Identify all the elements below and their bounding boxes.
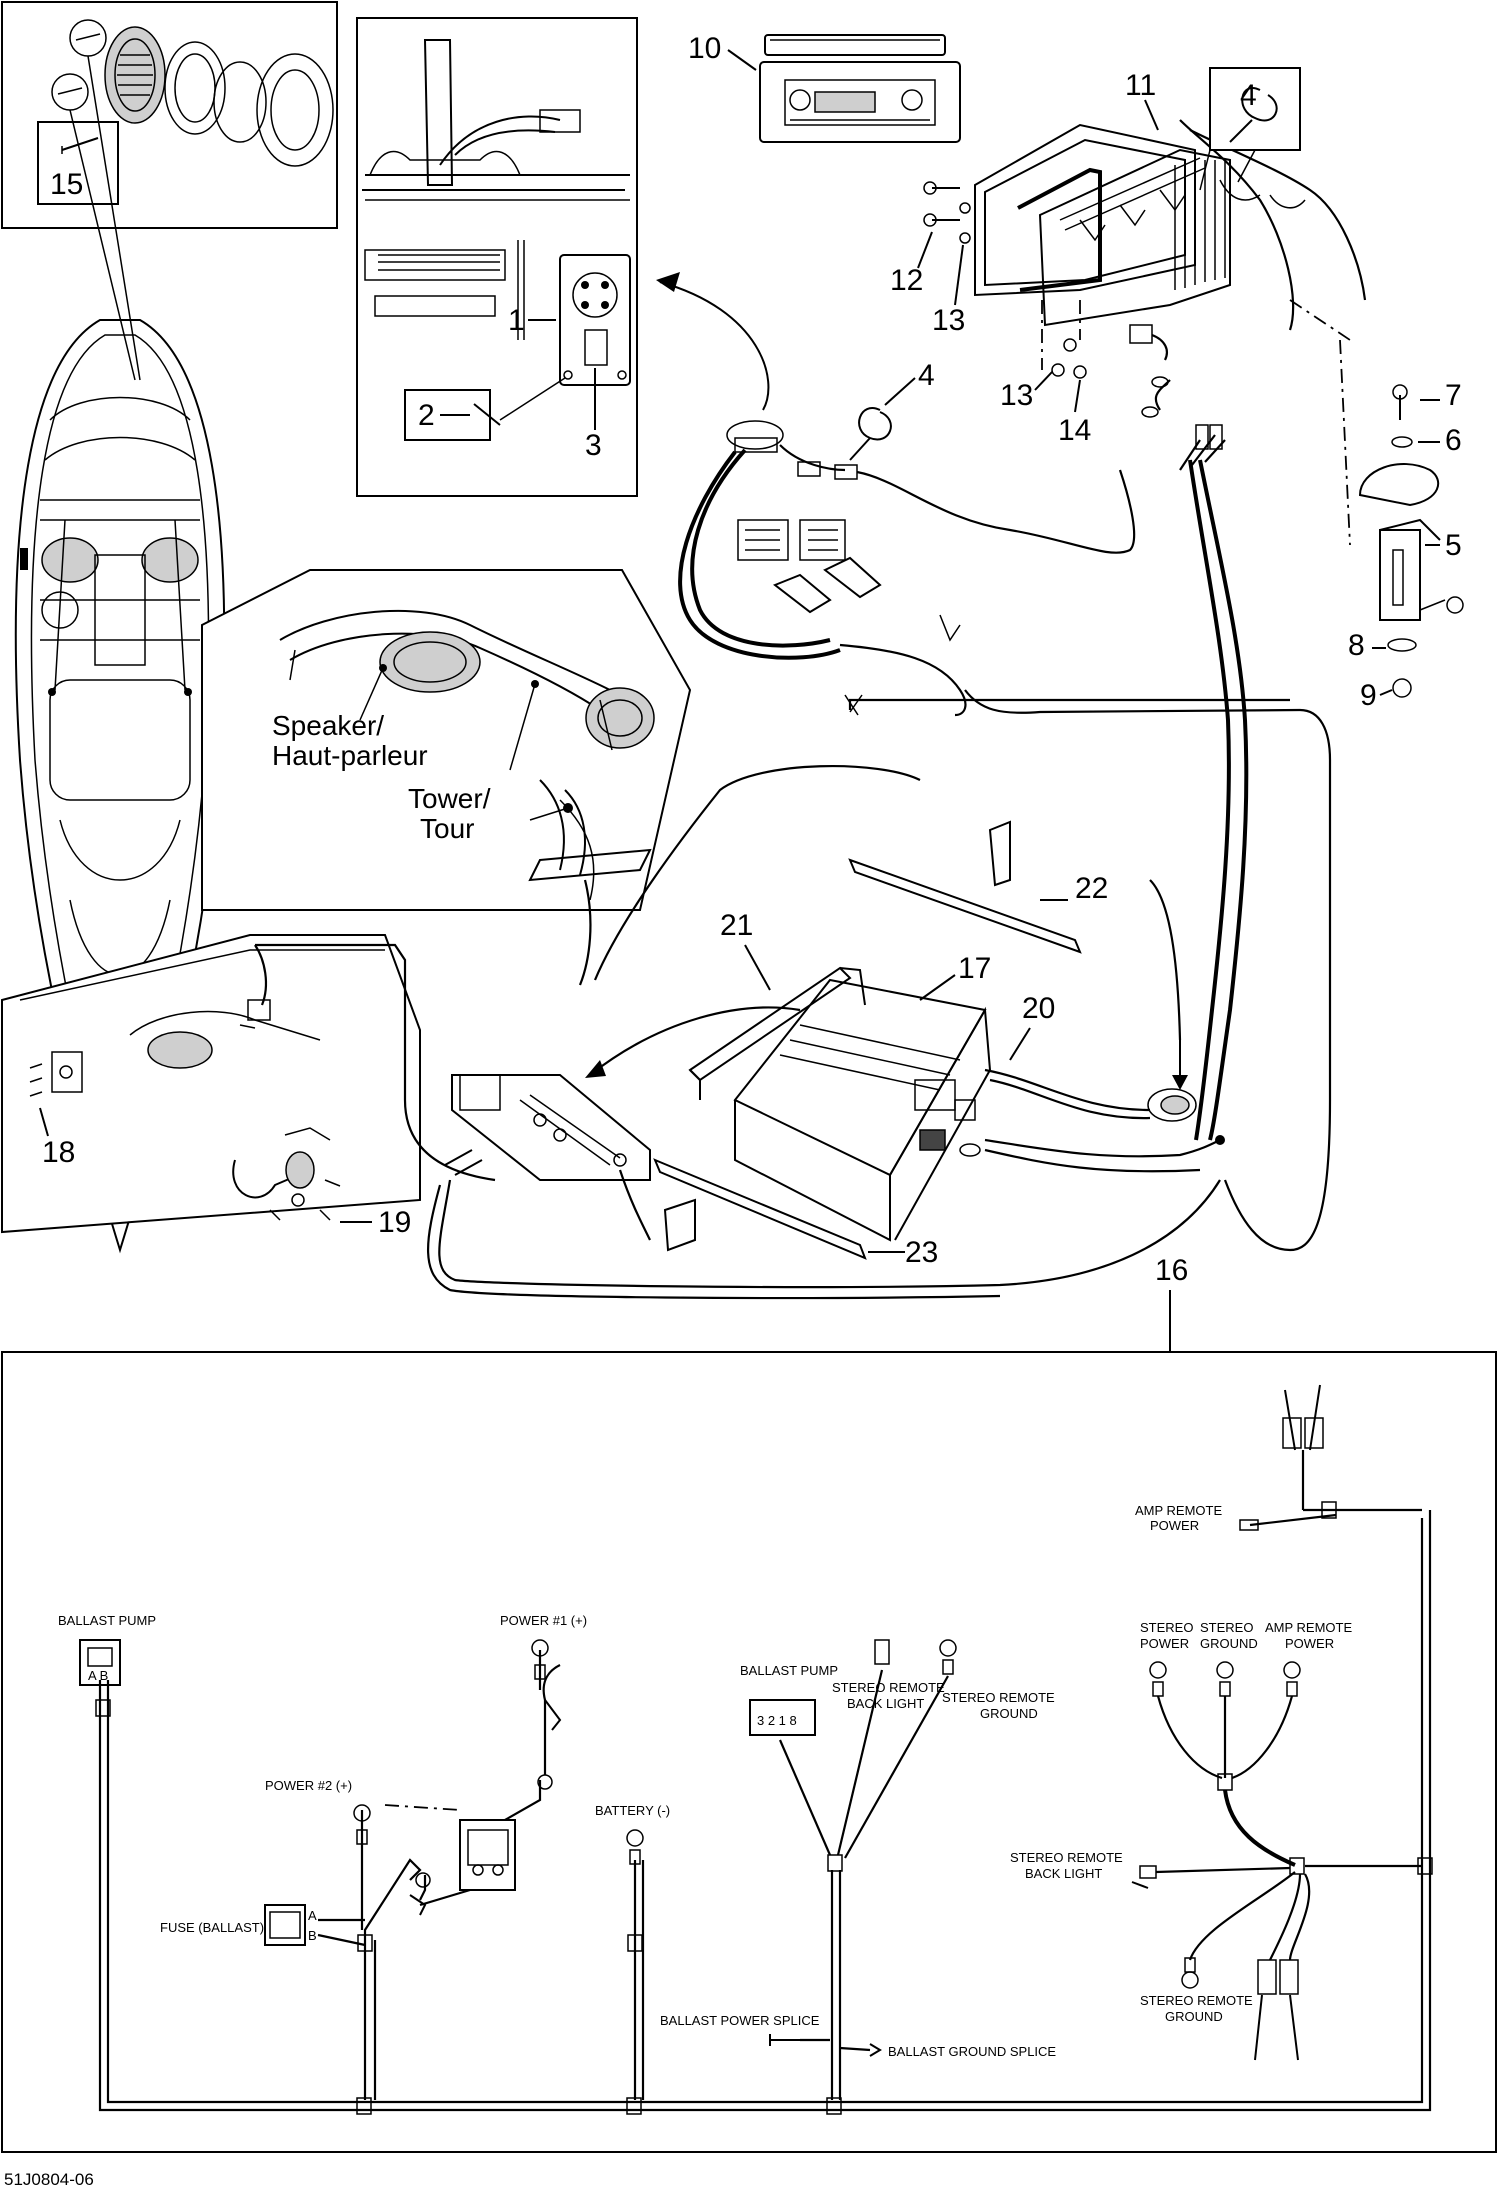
- label-stereo-remote-ground-2: GROUND: [980, 1706, 1038, 1721]
- pump-pin-labels: 3 2 1 8: [757, 1713, 797, 1728]
- part-number-20: 20: [1022, 992, 1055, 1025]
- cable-tie-inset: 4: [1199, 67, 1301, 191]
- part-number-21: 21: [720, 909, 753, 942]
- boat-top-view: [14, 319, 226, 1254]
- cable-tie-mid: 4: [849, 359, 935, 461]
- label-stereo-power-2: POWER: [1140, 1636, 1189, 1651]
- part-number-17: 17: [958, 952, 991, 985]
- label-power-1: POWER #1 (+): [500, 1613, 587, 1628]
- part-number-7: 7: [1445, 379, 1462, 412]
- part-number-13-top: 13: [932, 304, 965, 337]
- part-number-13-bottom: 13: [1000, 379, 1033, 412]
- label-amp-remote-power-2: POWER: [1285, 1636, 1334, 1651]
- drawing-reference: 51J0804-06: [4, 2170, 94, 2189]
- label-ballast-ground-splice: BALLAST GROUND SPLICE: [888, 2044, 1056, 2059]
- label-stereo-power-1: STEREO: [1140, 1620, 1193, 1635]
- label-ballast-power-splice: BALLAST POWER SPLICE: [660, 2013, 820, 2028]
- part-number-8: 8: [1348, 629, 1365, 662]
- part-number-3: 3: [585, 429, 602, 462]
- tower-label-en: Tower/: [408, 783, 491, 814]
- label-amp-remote-power-top-1: AMP REMOTE: [1135, 1503, 1222, 1518]
- part-number-11: 11: [1125, 69, 1156, 102]
- part-number-6: 6: [1445, 424, 1462, 457]
- console-inset: 18 19: [1, 934, 496, 1239]
- label-amp-remote-power-1: AMP REMOTE: [1265, 1620, 1352, 1635]
- label-power-2: POWER #2 (+): [265, 1778, 352, 1793]
- mounting-bracket: 7 6 5 8 9: [1289, 299, 1464, 712]
- part-number-18: 18: [42, 1136, 75, 1169]
- speaker-label-en: Speaker/: [272, 710, 384, 741]
- amp-control-panel: [451, 1074, 651, 1241]
- label-stereo-remote-back-light-2: BACK LIGHT: [847, 1696, 924, 1711]
- amplifier-assembly: 22 21 17 20: [427, 764, 1225, 1352]
- label-fuse-ballast: FUSE (BALLAST): [160, 1920, 264, 1935]
- part-number-19: 19: [378, 1206, 411, 1239]
- part-number-12: 12: [890, 264, 923, 297]
- label-battery: BATTERY (-): [595, 1803, 670, 1818]
- stereo-housing: 11 12 13 13 14: [890, 69, 1367, 447]
- part-number-15: 15: [50, 168, 83, 201]
- upper-harness: [678, 420, 1332, 1252]
- fuse-pin-a: A: [308, 1908, 317, 1923]
- part-number-2: 2: [418, 399, 435, 432]
- part-number-4-top: 4: [1240, 79, 1257, 112]
- fuse-pin-b: B: [308, 1928, 317, 1943]
- label-amp-remote-power-top-2: POWER: [1150, 1518, 1199, 1533]
- part-number-4-mid: 4: [918, 359, 935, 392]
- part-number-5: 5: [1445, 529, 1462, 562]
- label-ballast-pump-left: BALLAST PUMP: [58, 1613, 156, 1628]
- label-ballast-pump-mid: BALLAST PUMP: [740, 1663, 838, 1678]
- label-stereo-remote-ground-bottom-1: STEREO REMOTE: [1140, 1993, 1253, 2008]
- part-number-10: 10: [688, 32, 721, 65]
- part-number-14: 14: [1058, 414, 1091, 447]
- schematic-frame: [1, 1351, 1497, 2153]
- part-number-1: 1: [508, 304, 525, 337]
- label-stereo-ground-2: GROUND: [1200, 1636, 1258, 1651]
- label-stereo-remote-back-light-right-1: STEREO REMOTE: [1010, 1850, 1123, 1865]
- part-number-9: 9: [1360, 679, 1377, 712]
- speaker-grille-inset: 15: [1, 1, 338, 381]
- part-number-23: 23: [905, 1236, 938, 1269]
- speaker-tower-inset: Speaker/ Haut-parleur Tower/ Tour: [201, 569, 692, 986]
- ballast-pump-pins: A B: [88, 1668, 108, 1683]
- speaker-label-fr: Haut-parleur: [272, 740, 428, 771]
- part-number-16: 16: [1155, 1254, 1188, 1287]
- tower-label-fr: Tour: [420, 813, 474, 844]
- remote-control-inset: 1 2 3: [356, 17, 770, 497]
- part-number-22: 22: [1075, 872, 1108, 905]
- label-stereo-remote-ground-1: STEREO REMOTE: [942, 1690, 1055, 1705]
- stereo-head-unit: 10: [688, 32, 961, 143]
- label-stereo-remote-back-light-right-2: BACK LIGHT: [1025, 1866, 1102, 1881]
- schematic-wiring: A B BALLAST PUMP POWER #2 (+) A B FUSE (…: [58, 1384, 1433, 2115]
- label-stereo-ground-1: STEREO: [1200, 1620, 1253, 1635]
- label-stereo-remote-back-light-1: STEREO REMOTE: [832, 1680, 945, 1695]
- label-stereo-remote-ground-bottom-2: GROUND: [1165, 2009, 1223, 2024]
